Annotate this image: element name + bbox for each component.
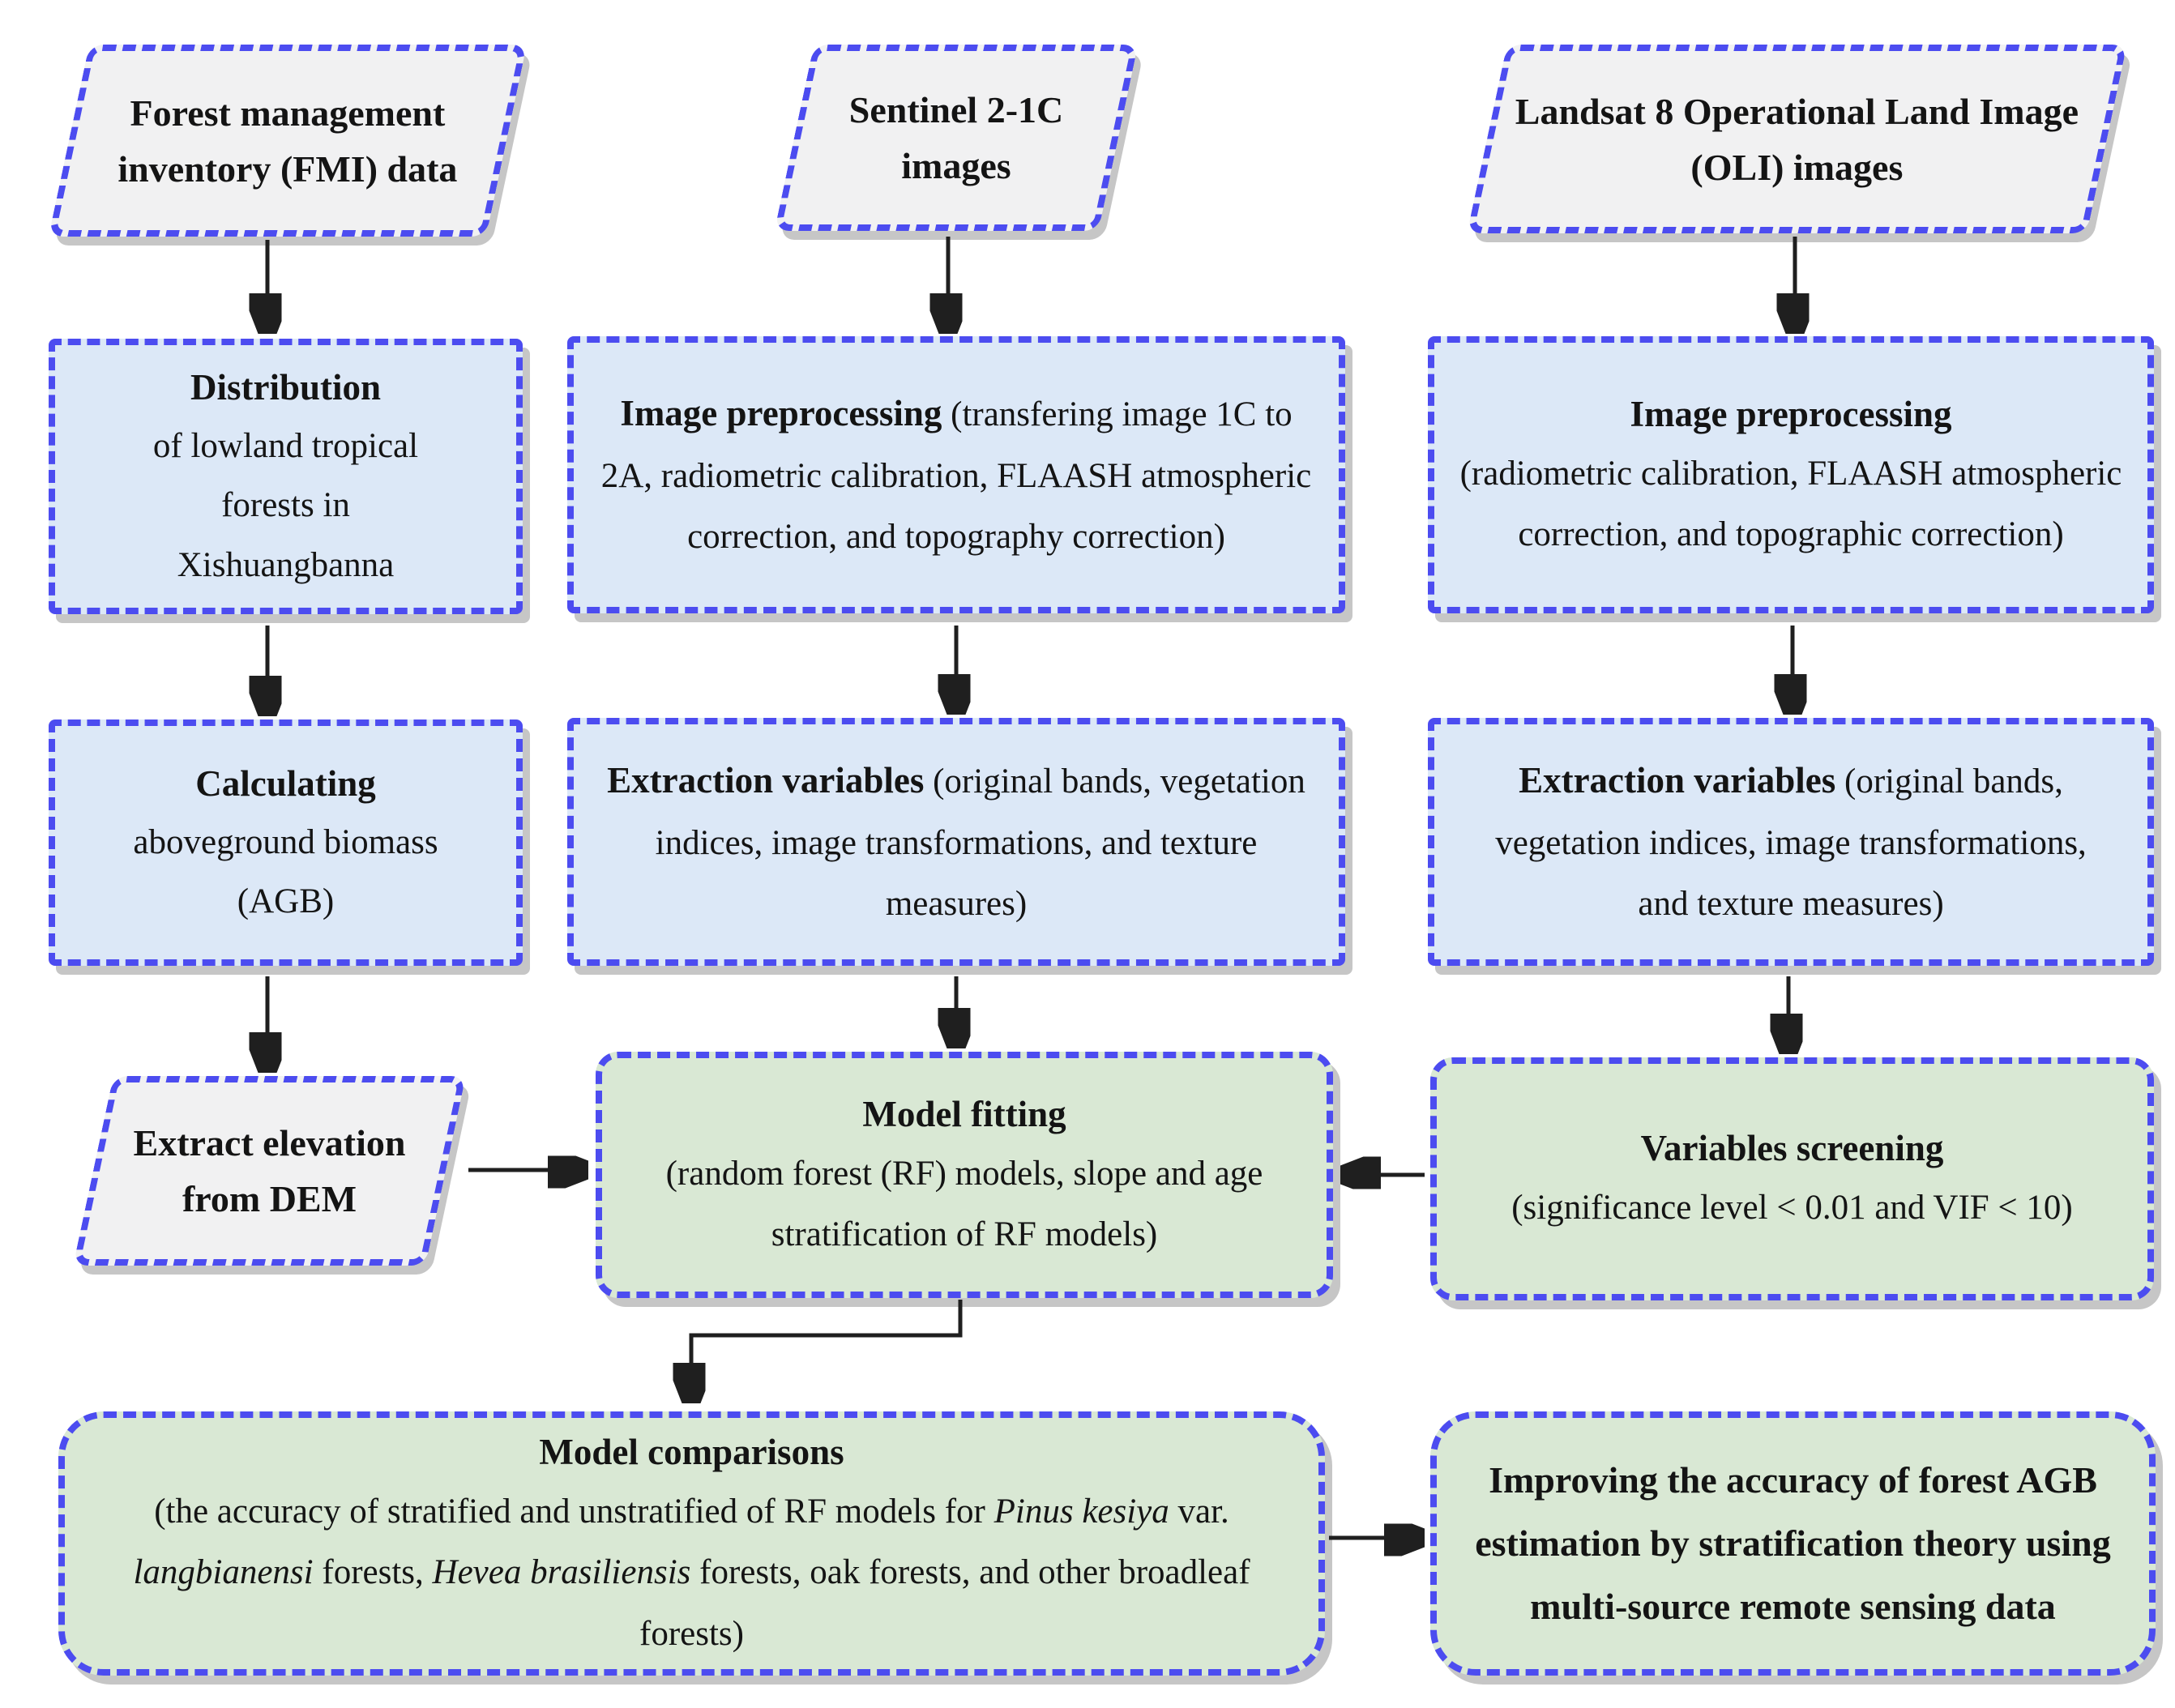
node-distribution-title: Distribution [190,367,382,408]
node-calculating-line-2: (AGB) [237,882,335,920]
node-extract-s2-text: Extraction variables (original bands, ve… [574,749,1339,934]
node-extract-elevation-dem: Extract elevation from DEM [73,1076,466,1266]
node-variables-screening-title: Variables screening [1640,1128,1944,1169]
node-preproc-s2-title: Image preprocessing [620,393,942,434]
rich-text-segment: forests, oak forests, and other broadlea… [639,1553,1250,1653]
node-image-preprocessing-sentinel: Image preprocessing (transfering image 1… [567,336,1345,613]
node-preproc-s2-body: (transfering image 1C to 2A, radiometric… [600,395,1312,557]
arrow-model-fitting-to-model-comparisons [691,1300,963,1397]
rich-text-segment: Hevea brasiliensis [432,1553,691,1592]
node-image-preprocessing-landsat: Image preprocessing (radiometric calibra… [1428,336,2154,613]
node-distribution-line-1: of lowland tropical [152,427,419,466]
node-model-fitting-body: (random forest (RF) models, slope and ag… [665,1154,1263,1253]
node-extraction-variables-landsat: Extraction variables (original bands, ve… [1428,718,2154,966]
node-distribution-line-3: Xishuangbanna [177,545,395,584]
node-calculating-title: Calculating [195,762,376,804]
node-extract-l8-body: (original bands, vegetation indices, ima… [1495,762,2087,924]
rich-text-segment: var. [1169,1492,1229,1531]
node-model-comparisons: Model comparisons (the accuracy of strat… [58,1411,1325,1676]
node-model-fitting-title: Model fitting [862,1093,1066,1134]
rich-text-segment: (the accuracy of stratified and unstrati… [154,1492,994,1531]
node-variables-screening: Variables screening (significance level … [1430,1057,2154,1300]
node-landsat-label: Landsat 8 Operational Land Image (OLI) i… [1515,90,2079,188]
node-dem-label: Extract elevation from DEM [133,1122,406,1219]
node-variables-screening-body: (significance level < 0.01 and VIF < 10) [1511,1189,2073,1228]
node-extraction-variables-sentinel: Extraction variables (original bands, ve… [567,718,1345,966]
node-extract-l8-text: Extraction variables (original bands, ve… [1434,749,2147,934]
node-distribution: Distribution of lowland tropical forests… [49,339,523,614]
node-model-fitting: Model fitting (random forest (RF) models… [596,1052,1333,1298]
node-extract-l8-title: Extraction variables [1519,760,1836,801]
rich-text-segment: forests, [313,1553,433,1592]
node-model-comparisons-title: Model comparisons [539,1432,844,1473]
rich-text-segment: langbianensi [133,1553,314,1592]
node-preproc-l8-body: (radiometric calibration, FLAASH atmosph… [1459,454,2122,553]
node-calculating-agb: Calculating aboveground biomass (AGB) [49,719,523,966]
node-preproc-l8-title: Image preprocessing [1630,393,1952,434]
node-preproc-s2-text: Image preprocessing (transfering image 1… [574,382,1339,567]
node-improving-accuracy: Improving the accuracy of forest AGB est… [1430,1411,2156,1676]
node-model-comparisons-body: (the accuracy of stratified and unstrati… [65,1481,1318,1664]
node-fmi-data: Forest management inventory (FMI) data [48,45,528,237]
node-fmi-label: Forest management inventory (FMI) data [118,92,458,190]
node-sentinel-label: Sentinel 2-1C images [848,89,1064,186]
rich-text-segment: Pinus kesiya [993,1492,1169,1531]
node-sentinel-images: Sentinel 2-1C images [774,45,1139,231]
node-extract-s2-body: (original bands, vegetation indices, ima… [655,762,1305,924]
node-landsat-images: Landsat 8 Operational Land Image (OLI) i… [1467,45,2127,233]
node-improving-label: Improving the accuracy of forest AGB est… [1475,1458,2111,1628]
node-calculating-line-1: aboveground biomass [133,822,438,861]
node-distribution-line-2: forests in [221,486,350,525]
node-extract-s2-title: Extraction variables [607,760,925,801]
